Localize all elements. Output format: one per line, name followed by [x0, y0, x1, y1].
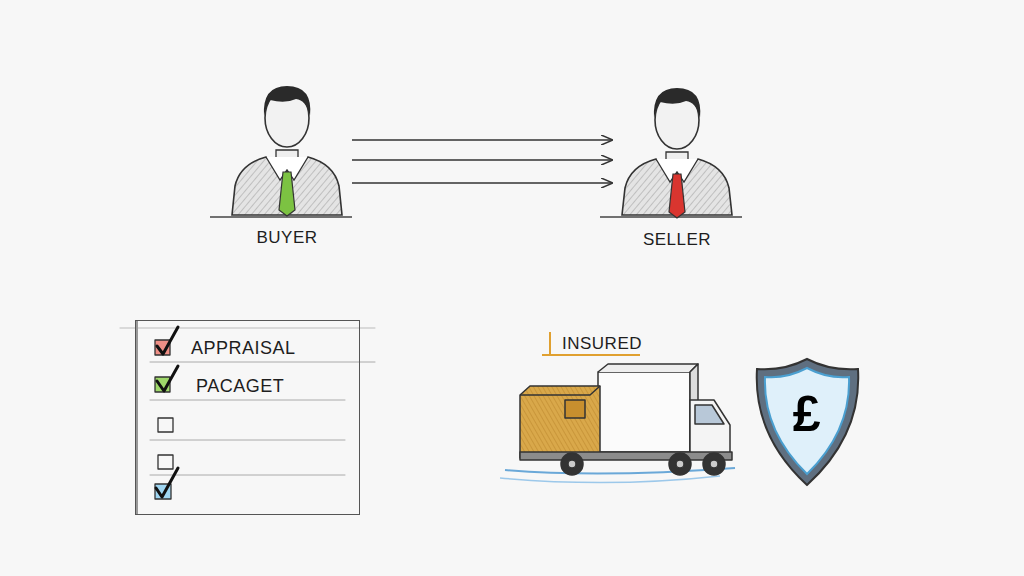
checklist-marks — [120, 327, 375, 499]
flow-arrow — [352, 139, 612, 141]
seller-node: SELLER — [612, 75, 742, 255]
truck — [500, 364, 735, 483]
currency-symbol: £ — [793, 385, 821, 443]
node-label: PACAGET — [196, 376, 284, 397]
buyer-figure — [210, 86, 352, 217]
callout-label: INSURED — [562, 334, 642, 354]
checklist-box: APPRAISAL PACAGET — [135, 320, 360, 515]
flow-arrow — [352, 159, 612, 161]
node-label: SELLER — [643, 230, 711, 250]
node-label: BUYER — [256, 228, 317, 248]
node-label: APPRAISAL — [191, 338, 296, 359]
flow-arrow — [352, 182, 612, 184]
seller-figure — [600, 88, 742, 218]
buyer-node: BUYER — [222, 75, 352, 255]
shield-node: £ — [750, 355, 865, 490]
